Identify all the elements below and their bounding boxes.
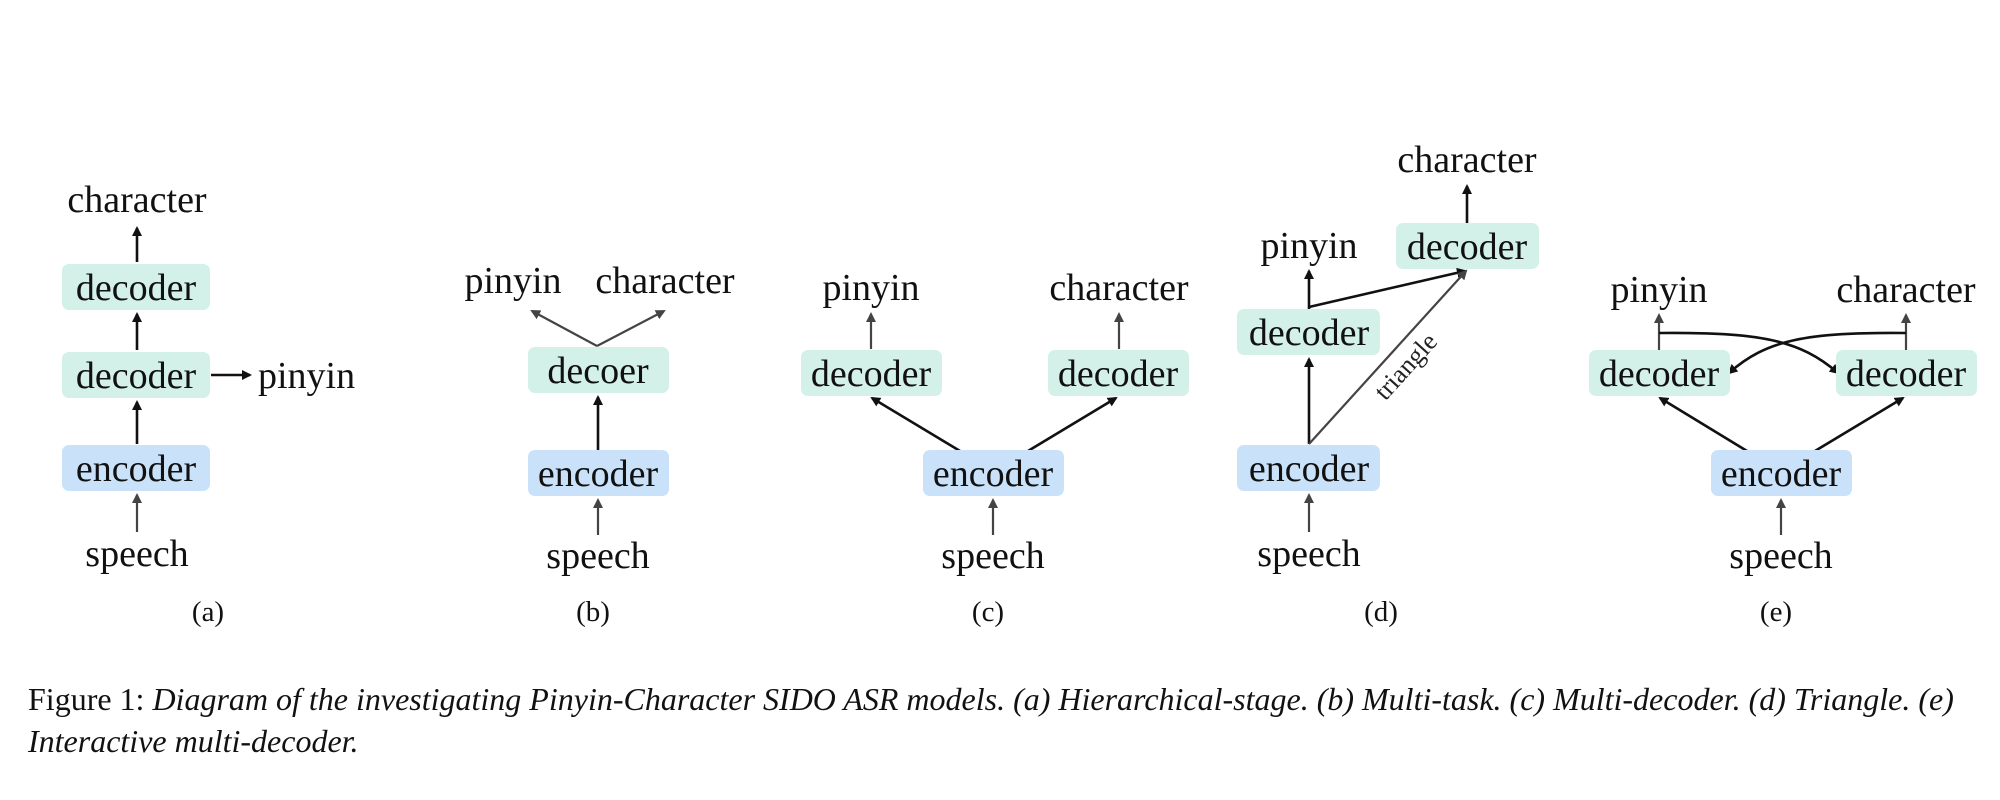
panel-b-sublabel: (b) <box>576 596 610 628</box>
panel-e-character-label: character <box>1836 269 1976 311</box>
panel-d-decoder-right-label: decoder <box>1407 226 1528 268</box>
panel-e-decoder-left-label: decoder <box>1599 353 1720 395</box>
panel-a-encoder-label: encoder <box>76 448 197 490</box>
caption-body: Diagram of the investigating Pinyin-Char… <box>28 681 1954 759</box>
panel-e-encoder-label: encoder <box>1721 453 1842 495</box>
panel-b-speech-label: speech <box>546 535 649 577</box>
panel-d-triangle-arrow <box>1308 269 1468 445</box>
panel-c-decoder-left-box <box>801 350 942 396</box>
panel-b-decoder-box <box>528 347 669 393</box>
panel-b-decoder-label: decoer <box>547 350 649 392</box>
panel-b-character-label: character <box>595 260 735 302</box>
panel-a-decoder-top-label: decoder <box>76 267 197 309</box>
panel-c-sublabel: (c) <box>972 596 1004 628</box>
panel-c: pinyin character decoder decoder encoder… <box>801 267 1189 628</box>
panel-a-sublabel: (a) <box>192 596 224 628</box>
panel-e-cross-arrow-left-to-right <box>1658 331 1840 375</box>
panel-b-encoder-box <box>528 450 669 496</box>
panel-d-character-label: character <box>1397 139 1537 181</box>
panel-b-arrow-to-pinyin <box>530 310 598 347</box>
panel-a-pinyin-label: pinyin <box>258 355 355 397</box>
panel-e-decoder-right-label: decoder <box>1846 353 1967 395</box>
panel-c-encoder-label: encoder <box>933 453 1054 495</box>
panel-d-encoder-label: encoder <box>1249 448 1370 490</box>
panel-c-decoder-right-box <box>1048 350 1189 396</box>
panel-c-speech-label: speech <box>941 535 1044 577</box>
panel-e-arrow-encoder-to-left-decoder <box>1658 396 1748 453</box>
panel-b-arrow-to-character <box>596 310 666 347</box>
panel-a: character decoder decoder pinyin encoder… <box>62 179 355 628</box>
panel-c-character-label: character <box>1049 267 1189 309</box>
panel-c-decoder-left-label: decoder <box>811 353 932 395</box>
panel-d-encoder-box <box>1237 445 1380 491</box>
panel-d-decoder-left-box <box>1237 309 1380 355</box>
panel-c-decoder-right-label: decoder <box>1058 353 1179 395</box>
panel-a-encoder-box <box>62 445 210 491</box>
caption-prefix: Figure 1: <box>28 681 153 717</box>
panel-e: pinyin character decoder decoder encoder… <box>1589 269 1977 628</box>
panel-c-arrow-encoder-to-right-decoder <box>1027 396 1118 453</box>
figure-caption: Figure 1: Diagram of the investigating P… <box>28 678 1988 762</box>
panel-d-pinyin-label: pinyin <box>1260 225 1357 267</box>
panel-b-encoder-label: encoder <box>538 453 659 495</box>
panel-b-pinyin-label: pinyin <box>464 260 561 302</box>
panel-c-encoder-box <box>923 450 1064 496</box>
panel-a-speech-label: speech <box>85 533 188 575</box>
panel-d-arrow-decoder-to-decoder <box>1308 267 1467 309</box>
panel-b: pinyin character decoer encoder speech (… <box>464 260 735 628</box>
panel-e-encoder-box <box>1711 450 1852 496</box>
panel-e-pinyin-label: pinyin <box>1610 269 1707 311</box>
panel-d-speech-label: speech <box>1257 533 1360 575</box>
panel-e-decoder-right-box <box>1836 350 1977 396</box>
panel-e-decoder-left-box <box>1589 350 1730 396</box>
panel-c-pinyin-label: pinyin <box>822 267 919 309</box>
panel-d: character decoder pinyin decoder triangl… <box>1237 139 1539 628</box>
panel-d-decoder-right-box <box>1396 223 1539 269</box>
panel-a-decoder-top-box <box>62 264 210 310</box>
panel-d-decoder-left-label: decoder <box>1249 312 1370 354</box>
panel-e-sublabel: (e) <box>1760 596 1792 628</box>
panel-c-arrow-encoder-to-left-decoder <box>870 396 961 453</box>
panel-e-arrow-encoder-to-right-decoder <box>1814 396 1905 453</box>
panel-e-cross-arrow-right-to-left <box>1727 331 1907 375</box>
panel-e-speech-label: speech <box>1729 535 1832 577</box>
panel-a-decoder-mid-label: decoder <box>76 355 197 397</box>
panel-a-decoder-mid-box <box>62 352 210 398</box>
panel-d-sublabel: (d) <box>1364 596 1398 628</box>
panel-a-character-label: character <box>67 179 207 221</box>
